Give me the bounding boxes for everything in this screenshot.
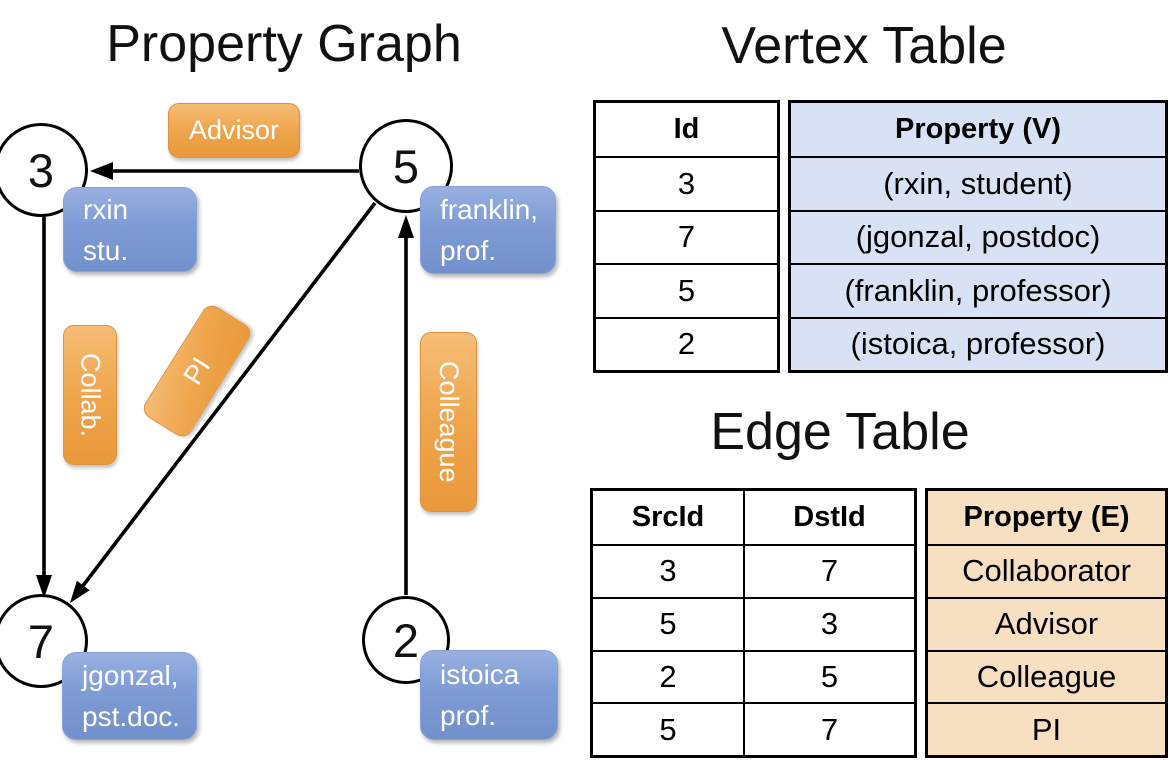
vertex-table-id-cell: 2 [596, 316, 777, 371]
edge-5-7-line [80, 201, 377, 589]
vertex-id-7: 7 [27, 614, 55, 668]
vertex-table-title: Vertex Table [721, 17, 1007, 75]
edge-5-3-arrowhead [90, 162, 113, 180]
vertex-property-box-istoica: istoica prof. [420, 650, 558, 740]
edge-label-advisor: Advisor [168, 103, 300, 158]
edge-3-7-arrowhead [36, 575, 52, 598]
edge-table-dstid-cell: 5 [745, 649, 914, 703]
edge-table-srcid-column: SrcId 3 5 2 5 [593, 491, 743, 755]
vertex-table-property-header: Property (V) [791, 103, 1165, 156]
edge-table-srcid-header: SrcId [631, 501, 705, 533]
graph-edges-layer [36, 162, 414, 603]
edge-table-dstid-cell: 3 [745, 596, 914, 650]
edge-table-property-cell: Advisor [928, 596, 1165, 650]
edge-table-dstid-column: DstId 7 3 5 7 [743, 491, 914, 755]
edge-table-srcid-cell: 5 [593, 702, 743, 755]
edge-5-7-arrowhead [70, 580, 90, 603]
vertex-table-property-column: Property (V) (rxin, student) (jgonzal, p… [788, 100, 1168, 373]
edge-table-property-cell: Colleague [928, 649, 1165, 703]
vertex-table-id-column: Id 3 7 5 2 [593, 100, 780, 373]
vertex-table-id-cell: 5 [596, 263, 777, 317]
vertex-circle-7: 7 [0, 594, 88, 688]
edge-label-collab: Collab. [63, 325, 117, 465]
vertex-property-box-franklin: franklin, prof. [420, 186, 556, 274]
edge-table-property-column: Property (E) Collaborator Advisor Collea… [925, 488, 1168, 758]
property-graph-title: Property Graph [106, 15, 462, 73]
vertex-property-line: jgonzal, [82, 660, 179, 691]
vertex-property-line: prof. [440, 235, 497, 266]
vertex-id-2: 2 [392, 613, 420, 667]
vertex-table-property-cell: (franklin, professor) [791, 263, 1165, 317]
edge-table-property-header: Property (E) [928, 491, 1165, 544]
vertex-table-property-cell: (rxin, student) [791, 156, 1165, 210]
vertex-table-id-header: Id [673, 113, 700, 145]
edge-table-dstid-cell: 7 [745, 544, 914, 597]
vertex-id-3: 3 [27, 143, 55, 197]
vertex-table-id-cell: 3 [596, 156, 777, 210]
edge-table-property-cell: PI [928, 702, 1165, 755]
edge-table-dstid-cell: 7 [745, 702, 914, 755]
vertex-property-line: istoica [440, 659, 520, 690]
vertex-property-line: stu. [83, 234, 129, 266]
vertex-table-property-cell: (istoica, professor) [791, 316, 1165, 370]
edge-table-srcid-cell: 3 [593, 544, 743, 597]
edge-label-colleague: Colleague [420, 332, 477, 512]
vertex-property-line: rxin [83, 193, 129, 225]
edge-table-srcid-cell: 2 [593, 649, 743, 703]
vertex-table-id-cell: 7 [596, 209, 777, 264]
vertex-table-property-cell: (jgonzal, postdoc) [791, 209, 1165, 263]
edge-2-5-arrowhead [398, 215, 414, 238]
vertex-property-box-jgonzal: jgonzal, pst.doc. [62, 652, 197, 740]
vertex-property-box-rxin: rxin stu. [63, 187, 197, 272]
vertex-property-line: pst.doc. [82, 701, 181, 732]
vertex-id-5: 5 [392, 139, 420, 193]
edge-table-property-cell: Collaborator [928, 544, 1165, 597]
edge-table-id-columns: SrcId 3 5 2 5 DstId 7 3 5 7 [590, 488, 917, 758]
vertex-property-line: prof. [440, 700, 497, 731]
vertex-property-line: franklin, [440, 194, 539, 225]
edge-table-srcid-cell: 5 [593, 596, 743, 650]
edge-table-dstid-header: DstId [793, 501, 866, 533]
edge-table-title: Edge Table [710, 403, 970, 461]
